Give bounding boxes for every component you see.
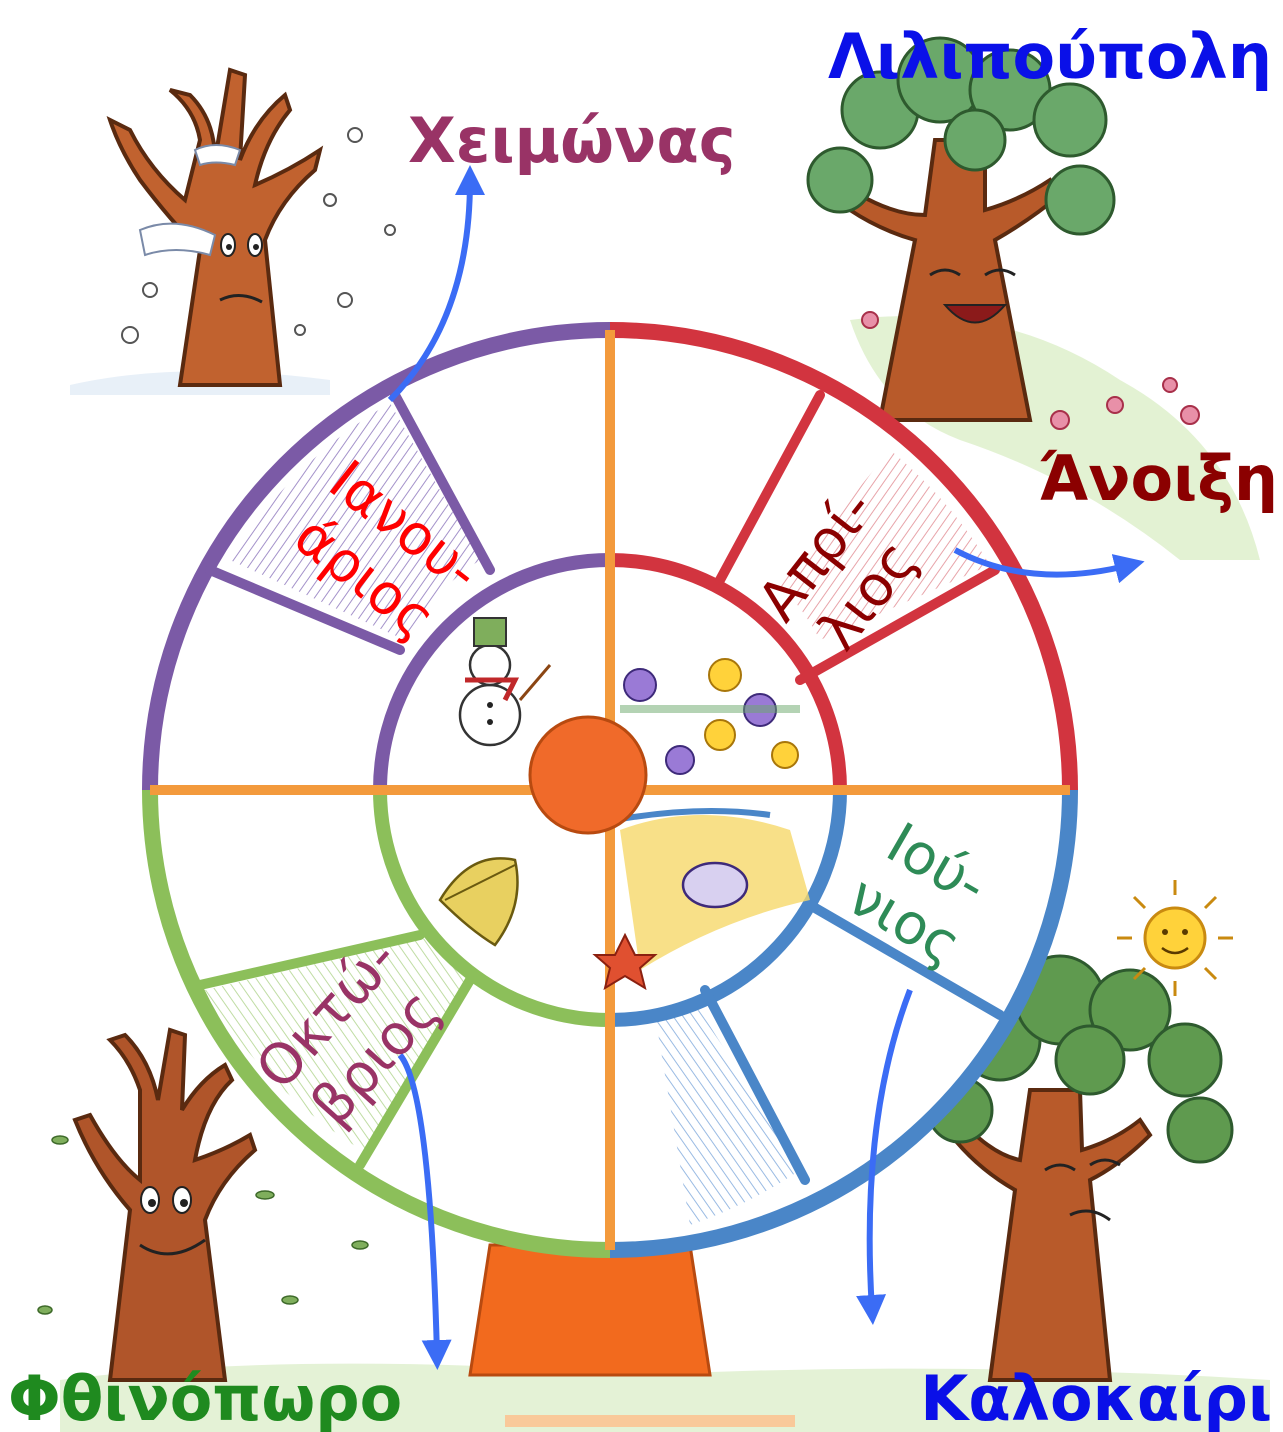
seasons-wheel [150,330,1070,1250]
season-label-summer: Καλοκαίρι [920,1362,1272,1432]
season-label-winter: Χειμώνας [408,104,736,177]
wheel-hub [530,717,646,833]
spring-tree-icon [808,38,1199,429]
base-bar [505,1415,795,1427]
winter-tree-icon [110,70,395,385]
season-label-autumn: Φθινόπωρο [8,1362,402,1432]
sun-icon [1117,880,1233,996]
season-label-spring: Άνοιξη [1039,442,1278,515]
page-title: Λιλιπούπολη [828,20,1272,93]
